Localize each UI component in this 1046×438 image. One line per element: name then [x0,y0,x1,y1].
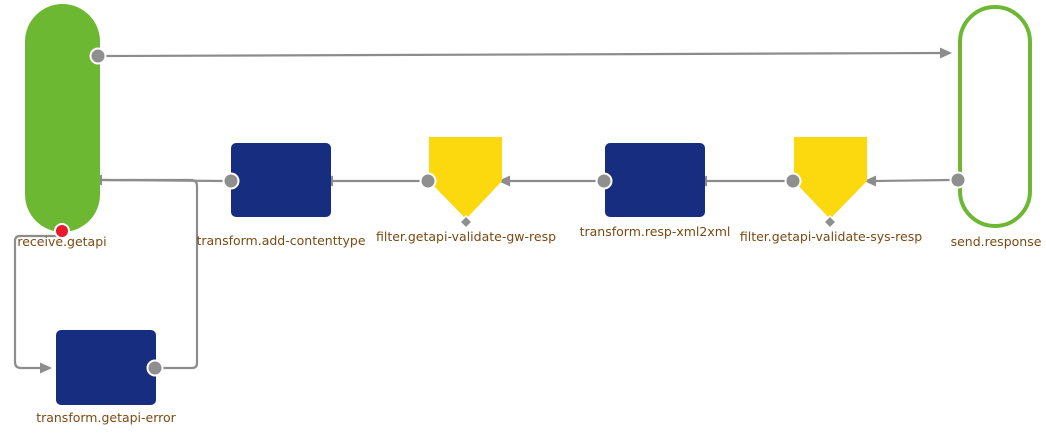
node-transform-add-contenttype[interactable]: transform.add-contenttype [196,143,366,248]
edge-xml2xml-to-validate-gw[interactable] [498,175,596,187]
filter-node-shape [429,137,502,219]
node-transform-resp-xml2xml[interactable]: transform.resp-xml2xml [580,143,731,239]
filter-node-shape [794,137,867,219]
transform-node-shape [231,143,331,217]
input-port[interactable] [419,172,437,190]
node-send-response[interactable]: send.response [949,5,1042,249]
edges [13,47,952,374]
node-label-validate-gw: filter.getapi-validate-gw-resp [376,229,556,244]
node-transform-getapi-error[interactable]: transform.getapi-error [36,330,177,425]
node-label-receive: receive.getapi [17,234,106,249]
transform-node-shape [56,330,156,405]
node-label-add-contenttype: transform.add-contenttype [196,233,365,248]
input-port[interactable] [784,172,802,190]
start-node-shape [25,4,100,232]
reject-port[interactable] [458,214,474,230]
output-port[interactable] [146,359,164,377]
end-node-shape [958,5,1032,228]
node-label-validate-sys: filter.getapi-validate-sys-resp [740,229,922,244]
edge-error-to-receive[interactable] [100,178,199,370]
node-filter-validate-gw-resp[interactable]: filter.getapi-validate-gw-resp [376,137,556,244]
node-label-send: send.response [951,234,1042,249]
edge-send-to-validate-sys[interactable] [864,175,951,187]
edge-validate-sys-to-xml2xml[interactable] [695,175,785,187]
transform-node-shape [605,143,705,217]
node-receive-getapi[interactable]: receive.getapi [17,4,107,249]
input-port[interactable] [222,172,240,190]
input-port[interactable] [949,171,967,189]
error-port[interactable] [54,223,70,239]
edge-validate-gw-to-add-contenttype[interactable] [321,175,420,187]
edge-receive-to-send[interactable] [105,47,952,59]
node-filter-validate-sys-resp[interactable]: filter.getapi-validate-sys-resp [740,137,922,244]
node-label-error: transform.getapi-error [36,410,176,425]
node-label-xml2xml: transform.resp-xml2xml [580,224,731,239]
reject-port[interactable] [822,214,838,230]
input-port[interactable] [595,172,613,190]
edge-receive-to-error[interactable] [13,234,62,374]
output-port[interactable] [89,47,107,65]
